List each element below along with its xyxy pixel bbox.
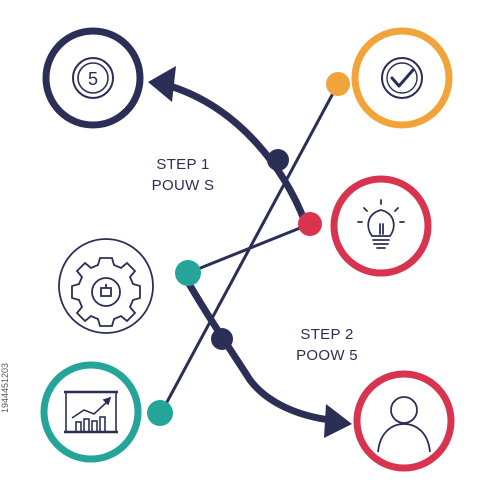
lightbulb-node (330, 175, 432, 277)
arrowhead-up (148, 66, 176, 102)
number-badge-text: 5 (88, 69, 98, 89)
checkmark-node (351, 27, 453, 129)
curved-arrow-down (184, 278, 334, 424)
step-1-label: STEP 1 POUW S (138, 154, 228, 196)
growth-chart-node (40, 361, 142, 463)
junction-dot-teal (147, 400, 173, 426)
junction-dot-orange (326, 72, 350, 96)
gear-icon (71, 257, 141, 327)
gear-node (58, 238, 154, 334)
stock-id-text: 1944451203 (0, 362, 10, 414)
step-2-subtitle: POOW 5 (296, 347, 358, 364)
user-node (353, 370, 455, 472)
connector-line (187, 222, 311, 275)
number-five-node: 5 (42, 27, 144, 129)
junction-dot-navy (267, 149, 289, 171)
junction-dot-teal (175, 260, 201, 286)
junction-dot-navy (211, 328, 233, 350)
curved-arrow-up (166, 82, 309, 226)
user-icon (377, 396, 431, 453)
coin-icon (72, 57, 114, 99)
junction-dot-red (298, 212, 322, 236)
presentation-chart-icon (64, 390, 118, 434)
arrowhead-down (324, 404, 352, 438)
step-1-subtitle: POUW S (151, 177, 215, 194)
check-badge-icon (381, 57, 423, 99)
step-1-title: STEP 1 (156, 156, 210, 173)
step-2-label: STEP 2 POOW 5 (282, 324, 372, 366)
lightbulb-icon (357, 199, 405, 249)
step-2-title: STEP 2 (300, 326, 354, 343)
